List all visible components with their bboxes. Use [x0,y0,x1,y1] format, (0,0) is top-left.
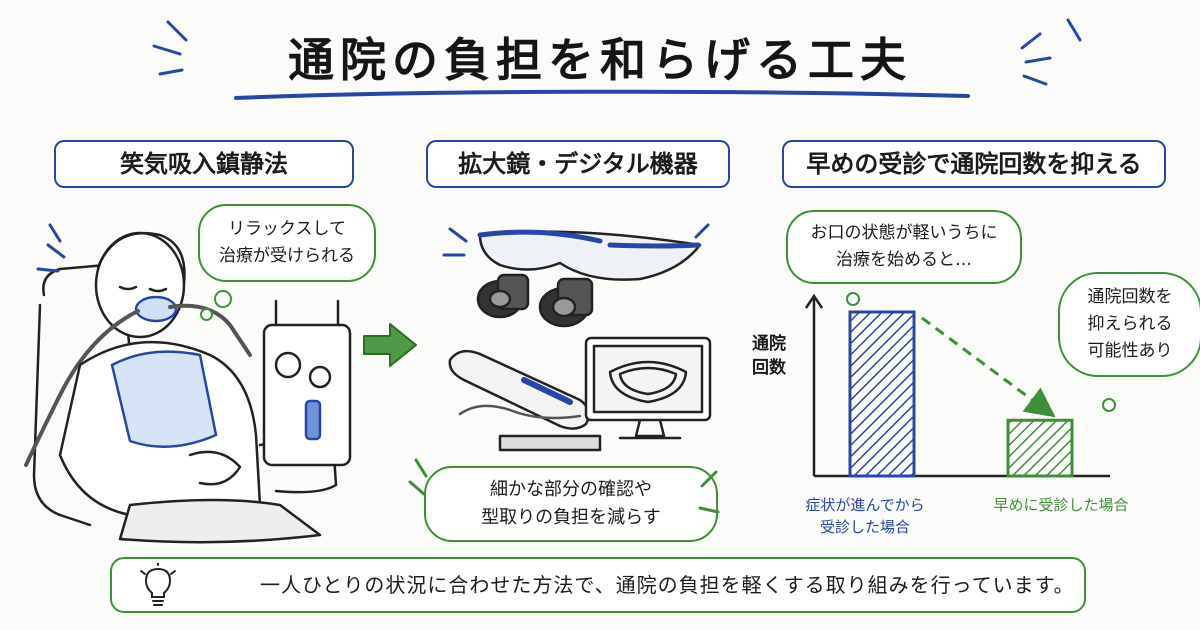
bar-chart [804,293,1110,478]
footer-note-text: 一人ひとりの状況に合わせた方法で、通院の負担を軽くする取り組みを行っています。 [260,573,1075,597]
page-title: 通院の負担を和らげる工夫 [288,33,912,87]
decorative-strokes [408,458,720,514]
bubble-line: 可能性あり [1087,341,1173,361]
chart-ylabel: 通院 回数 [752,334,786,378]
early-visit-bubble-right: 通院回数を 抑えられる 可能性あり [1058,272,1200,377]
bubble-line: 治療が受けられる [219,246,355,266]
category-line: 受診した場合 [819,518,910,536]
loupe-glasses-illustration [442,223,710,328]
chart-bar [848,310,916,478]
category-line: 症状が進んでから [805,496,925,514]
section-heading-devices: 拡大鏡・デジタル機器 [426,140,730,188]
footer-note: 一人ひとりの状況に合わせた方法で、通院の負担を軽くする取り組みを行っています。 [110,557,1086,613]
arrow-right-icon [363,323,417,367]
bubble-line: 型取りの負担を減らす [481,507,661,528]
bubble-tail [214,290,232,308]
chart-bar [1006,418,1074,478]
intraoral-scanner-illustration [448,349,602,452]
bubble-tail [1102,398,1116,412]
bubble-tail [846,292,860,306]
trend-arrow [921,316,1056,418]
chart-category-label: 症状が進んでから 受診した場合 [790,494,940,538]
title-underline [234,89,970,100]
bubble-line: お口の状態が軽いうちに [810,223,998,243]
early-visit-bubble-top: お口の状態が軽いうちに 治療を始めると… [786,210,1022,284]
category-line: 早めに受診した場合 [993,496,1129,514]
bubble-line: 通院回数を [1087,287,1173,307]
bubble-line: 抑えられる [1087,314,1173,334]
bubble-tail [200,308,213,321]
bubble-line: リラックスして [228,219,346,239]
section-heading-sedation: 笑気吸入鎮静法 [54,140,354,188]
sedation-bubble: リラックスして 治療が受けられる [198,204,376,282]
monitor-illustration [584,336,712,440]
chart-category-label: 早めに受診した場合 [966,494,1156,516]
chart-y-axis-arrow [804,293,824,309]
section-heading-early-visit: 早めの受診で通院回数を抑える [782,140,1166,188]
lightbulb-icon [140,563,176,606]
bubble-line: 治療を始めると… [836,250,972,270]
devices-bubble: 細かな部分の確認や 型取りの負担を減らす [424,466,718,542]
bubble-line: 細かな部分の確認や [490,479,652,500]
sedation-patient-illustration [24,223,352,544]
